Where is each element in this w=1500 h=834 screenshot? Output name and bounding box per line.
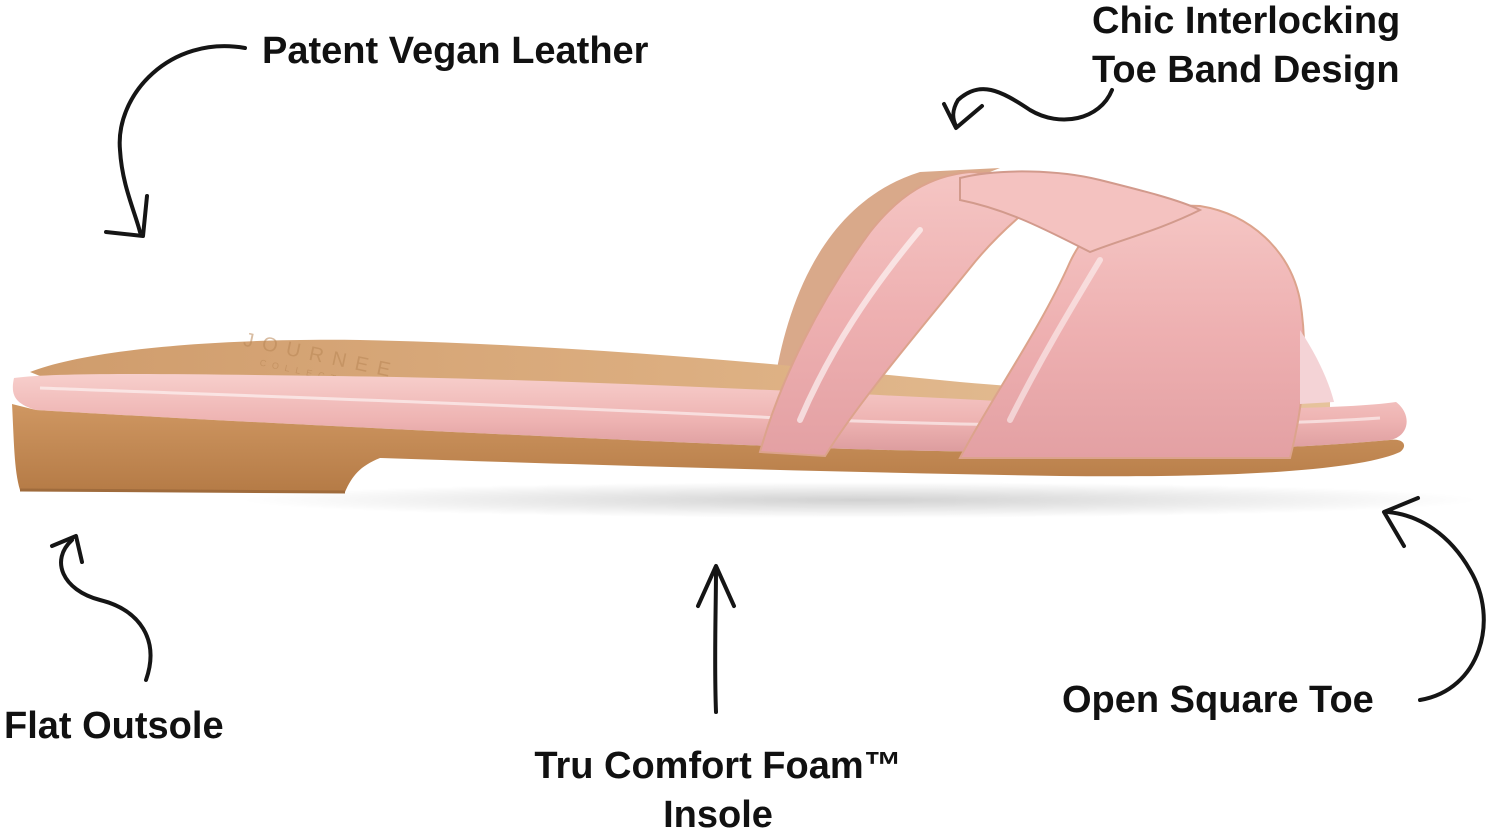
arrow-insole	[713, 566, 718, 714]
callout-insole: Tru Comfort Foam™ Insole	[500, 742, 936, 834]
callout-open-square-toe: Open Square Toe	[1062, 679, 1374, 721]
callout-insole-line2: Insole	[663, 794, 773, 834]
callout-toe-band-line2: Toe Band Design	[1092, 49, 1400, 92]
callout-toe-band-line1: Chic Interlocking	[1092, 0, 1401, 42]
ground-shadow	[240, 482, 1480, 518]
callout-insole-line1: Tru Comfort Foam™	[534, 745, 902, 787]
arrowhead-toe-band	[942, 102, 984, 130]
strap-highlight-2	[1007, 257, 1103, 423]
callout-patent-vegan-leather: Patent Vegan Leather	[262, 30, 649, 72]
arrow-toe-band	[951, 87, 1114, 128]
outsole	[12, 404, 1405, 492]
interlock-knot	[959, 170, 1203, 254]
callout-toe-band: Chic Interlocking Toe Band Design	[1092, 0, 1400, 96]
arrowhead-flat-outsole	[50, 534, 84, 564]
arrowhead-patent-vegan-leather	[104, 194, 149, 238]
arrow-patent-vegan-leather	[117, 44, 247, 234]
callout-flat-outsole: Flat Outsole	[4, 705, 224, 747]
heel-edge	[19, 488, 346, 494]
open-toe-gap	[1300, 330, 1334, 404]
arrowhead-open-square-toe	[1382, 496, 1420, 548]
arrow-open-square-toe	[1386, 510, 1486, 702]
arrow-flat-outsole	[59, 538, 153, 682]
arrowhead-insole	[696, 564, 736, 608]
strap-highlight-1	[797, 227, 923, 423]
